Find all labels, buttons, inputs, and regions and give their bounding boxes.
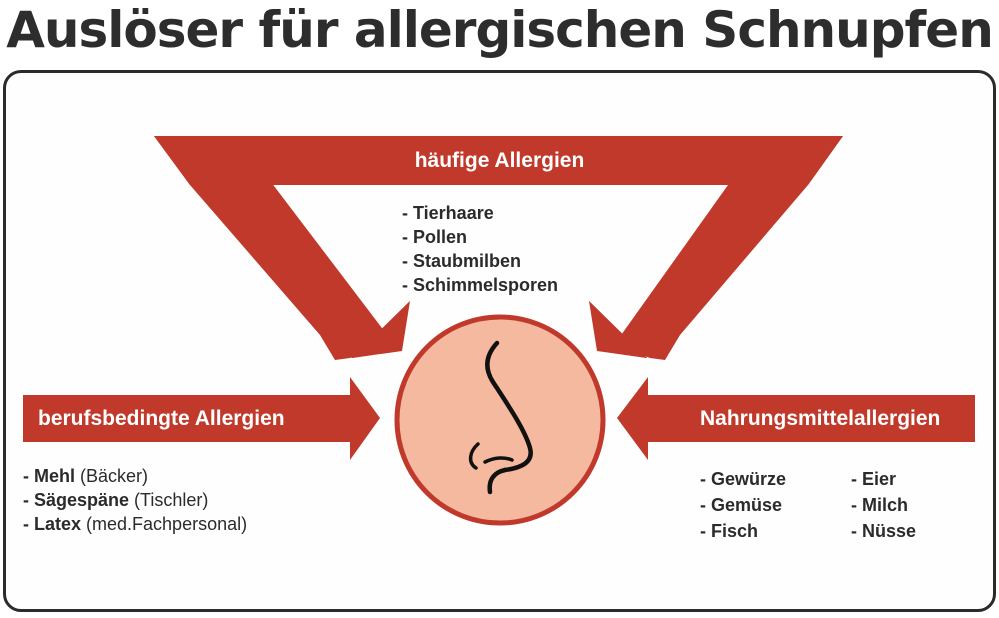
- nose-icon: [468, 340, 533, 495]
- allergen-name: Sägespäne: [34, 490, 130, 510]
- list-item: - Schimmelsporen: [402, 275, 559, 295]
- list-item: - Eier: [851, 469, 897, 489]
- right-arrow-label: Nahrungsmittelallergien: [700, 407, 941, 430]
- bullet: -: [23, 466, 34, 486]
- list-item: - Gewürze: [700, 469, 787, 489]
- allergen-note: (med.Fachpersonal): [81, 514, 248, 534]
- left-allergen-list: - Mehl (Bäcker) - Sägespäne (Tischler) -…: [23, 464, 247, 536]
- list-item: - Tierhaare: [402, 203, 494, 223]
- left-arrow: [23, 377, 380, 460]
- list-item: - Sägespäne (Tischler): [23, 488, 247, 512]
- bullet: -: [23, 514, 34, 534]
- list-item: - Pollen: [402, 227, 468, 247]
- top-arrow: [154, 136, 843, 360]
- list-item: - Fisch: [700, 521, 759, 541]
- page-title: Auslöser für allergischen Schnupfen: [6, 1, 994, 59]
- left-arrow-label: berufsbedingte Allergien: [38, 407, 285, 430]
- right-allergen-list-col2: - Eier - Milch - Nüsse: [851, 466, 916, 544]
- right-allergen-list-col1: - Gewürze - Gemüse - Fisch: [700, 466, 786, 544]
- allergen-name: Latex: [34, 514, 82, 534]
- list-item: - Gemüse: [700, 495, 783, 515]
- list-item: - Nüsse: [851, 521, 917, 541]
- list-item: - Latex (med.Fachpersonal): [23, 512, 247, 536]
- list-item: - Mehl (Bäcker): [23, 464, 247, 488]
- top-allergen-list: - Tierhaare - Pollen - Staubmilben - Sch…: [402, 201, 558, 297]
- allergen-note: (Bäcker): [75, 466, 149, 486]
- center-circle: [394, 314, 606, 526]
- bullet: -: [23, 490, 34, 510]
- list-item: - Milch: [851, 495, 908, 515]
- allergen-name: Mehl: [34, 466, 76, 486]
- allergen-note: (Tischler): [129, 490, 209, 510]
- top-arrow-label: häufige Allergien: [414, 149, 585, 172]
- list-item: - Staubmilben: [402, 251, 522, 271]
- right-arrow: [617, 377, 975, 460]
